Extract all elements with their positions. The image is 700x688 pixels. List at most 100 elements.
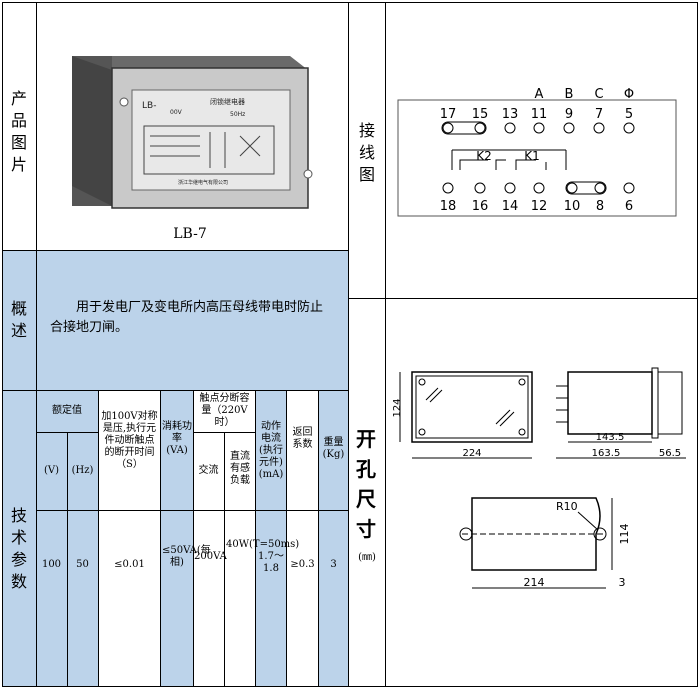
terminal-icon — [623, 122, 635, 134]
dim-line — [577, 511, 599, 531]
value-weight: 3 — [330, 559, 337, 570]
dim-side-depth: 143.5 — [596, 432, 625, 443]
jumper-10-8 — [565, 181, 607, 195]
cutout-hole-icon — [459, 527, 473, 541]
phase-label: A — [535, 87, 544, 102]
cutout-hole-icon — [593, 527, 607, 541]
value-action-current: 1.7～1.8 — [258, 551, 284, 574]
dimension-drawing: 124 224 143.5 163.5 56.5 R10 114 214 3 — [392, 367, 686, 589]
cutout-outline — [471, 497, 601, 571]
terminal-icon — [504, 182, 516, 194]
panel-schematic-lines — [150, 132, 261, 168]
jumper-17-15 — [441, 121, 487, 135]
tech-params-label: 技术参数 — [10, 506, 27, 591]
terminal-number: 9 — [565, 107, 573, 122]
value-power: ≤50VA(每相) — [162, 545, 211, 568]
terminal-icon — [623, 182, 635, 194]
relay-contacts — [451, 149, 567, 170]
terminal-number: 14 — [502, 199, 519, 214]
value-return-coef: ≥0.3 — [290, 559, 315, 570]
header-power: 消耗功率(VA) — [162, 421, 192, 456]
value-v: 100 — [41, 559, 62, 570]
terminal-icon — [533, 122, 545, 134]
terminal-number: 7 — [595, 107, 603, 122]
row-wiring-bottom — [348, 298, 698, 299]
row-overview-bottom — [2, 390, 348, 391]
row-photo-bottom — [2, 250, 348, 251]
terminal-number: 15 — [472, 107, 489, 122]
relay-front-panel — [131, 89, 291, 191]
cutout-unit: (㎜) — [358, 552, 376, 563]
terminal-icon — [593, 122, 605, 134]
table-line — [193, 390, 194, 686]
mount-hole-icon — [418, 378, 426, 386]
terminal-icon — [594, 182, 606, 194]
phase-label: Φ — [624, 87, 634, 102]
outer-bottom — [2, 686, 698, 687]
overview-label-bg — [2, 250, 36, 390]
panel-maker: 浙江华继电气有限公司 — [178, 179, 228, 186]
phase-label: B — [565, 87, 574, 102]
front-view-outline — [411, 371, 533, 443]
terminal-number: 18 — [440, 199, 457, 214]
header-action-current: 动作电流(执行元件)(mA) — [258, 421, 284, 480]
relay-body-rear — [72, 56, 112, 206]
panel-voltage: 00V — [170, 109, 183, 116]
terminal-icon — [442, 182, 454, 194]
terminal-icon — [566, 182, 578, 194]
row-bg-current — [255, 510, 286, 686]
value-dc: 40W(T=50ms) — [225, 538, 299, 552]
wiring-diagram: A B C Φ 17 15 13 11 9 7 5 K2 K1 18 16 14… — [397, 87, 677, 217]
terminal-icon — [474, 122, 486, 134]
terminal-icon — [533, 182, 545, 194]
terminal-number: 5 — [625, 107, 633, 122]
panel-title: LB- — [142, 101, 156, 111]
terminal-number: 6 — [625, 199, 633, 214]
terminal-number: 10 — [564, 199, 581, 214]
terminal-number: 11 — [531, 107, 548, 122]
panel-schematic — [143, 125, 275, 175]
value-action-time: ≤0.01 — [114, 559, 145, 570]
header-bg-power — [160, 390, 193, 510]
overview-text-bg — [36, 250, 348, 390]
table-line — [224, 432, 225, 686]
header-hz: (Hz) — [71, 465, 94, 476]
panel-subtitle: 闭锁继电器 — [210, 97, 245, 106]
terminal-number: 16 — [472, 199, 489, 214]
header-bg-current — [255, 390, 286, 510]
outer-top — [2, 2, 698, 3]
value-ac: 200VA — [194, 551, 227, 562]
overview-label: 概述 — [10, 299, 27, 340]
phase-label: C — [594, 87, 603, 102]
terminal-icon — [442, 122, 454, 134]
table-line — [255, 390, 256, 686]
glass-mark — [425, 387, 515, 427]
terminal-icon — [563, 122, 575, 134]
header-action-time: 加100V对称是压,执行元件动断触点的断开时间（S） — [101, 411, 158, 470]
mount-hole-icon — [518, 428, 526, 436]
row-bg-power — [160, 510, 193, 686]
relay-label: K2 — [476, 149, 492, 163]
mount-hole-icon — [418, 428, 426, 436]
terminal-icon — [504, 122, 516, 134]
dim-cutout-width: 214 — [524, 576, 545, 589]
product-photo-label: 产品图片 — [10, 89, 27, 174]
dim-front-width: 224 — [462, 448, 481, 459]
table-line — [286, 390, 287, 686]
dim-cutout-margin: 3 — [619, 576, 626, 589]
header-return-coef: 返回系数 — [292, 427, 313, 450]
side-view-body — [567, 371, 653, 435]
panel-freq: 50Hz — [230, 111, 245, 118]
col-label-left — [36, 2, 37, 687]
header-v: (V) — [43, 465, 60, 476]
terminal-number: 17 — [440, 107, 457, 122]
header-ac: 交流 — [198, 465, 219, 476]
wiring-frame — [397, 99, 677, 217]
side-view-terminals — [556, 385, 568, 423]
outer-right — [697, 2, 698, 687]
dim-side-ext: 56.5 — [659, 448, 681, 459]
overview-text: 用于发电厂及变电所内高压母线带电时防止合接地刀闸。 — [50, 300, 324, 335]
table-line — [318, 390, 319, 686]
side-view-bezel — [651, 367, 659, 439]
table-line — [36, 510, 348, 511]
